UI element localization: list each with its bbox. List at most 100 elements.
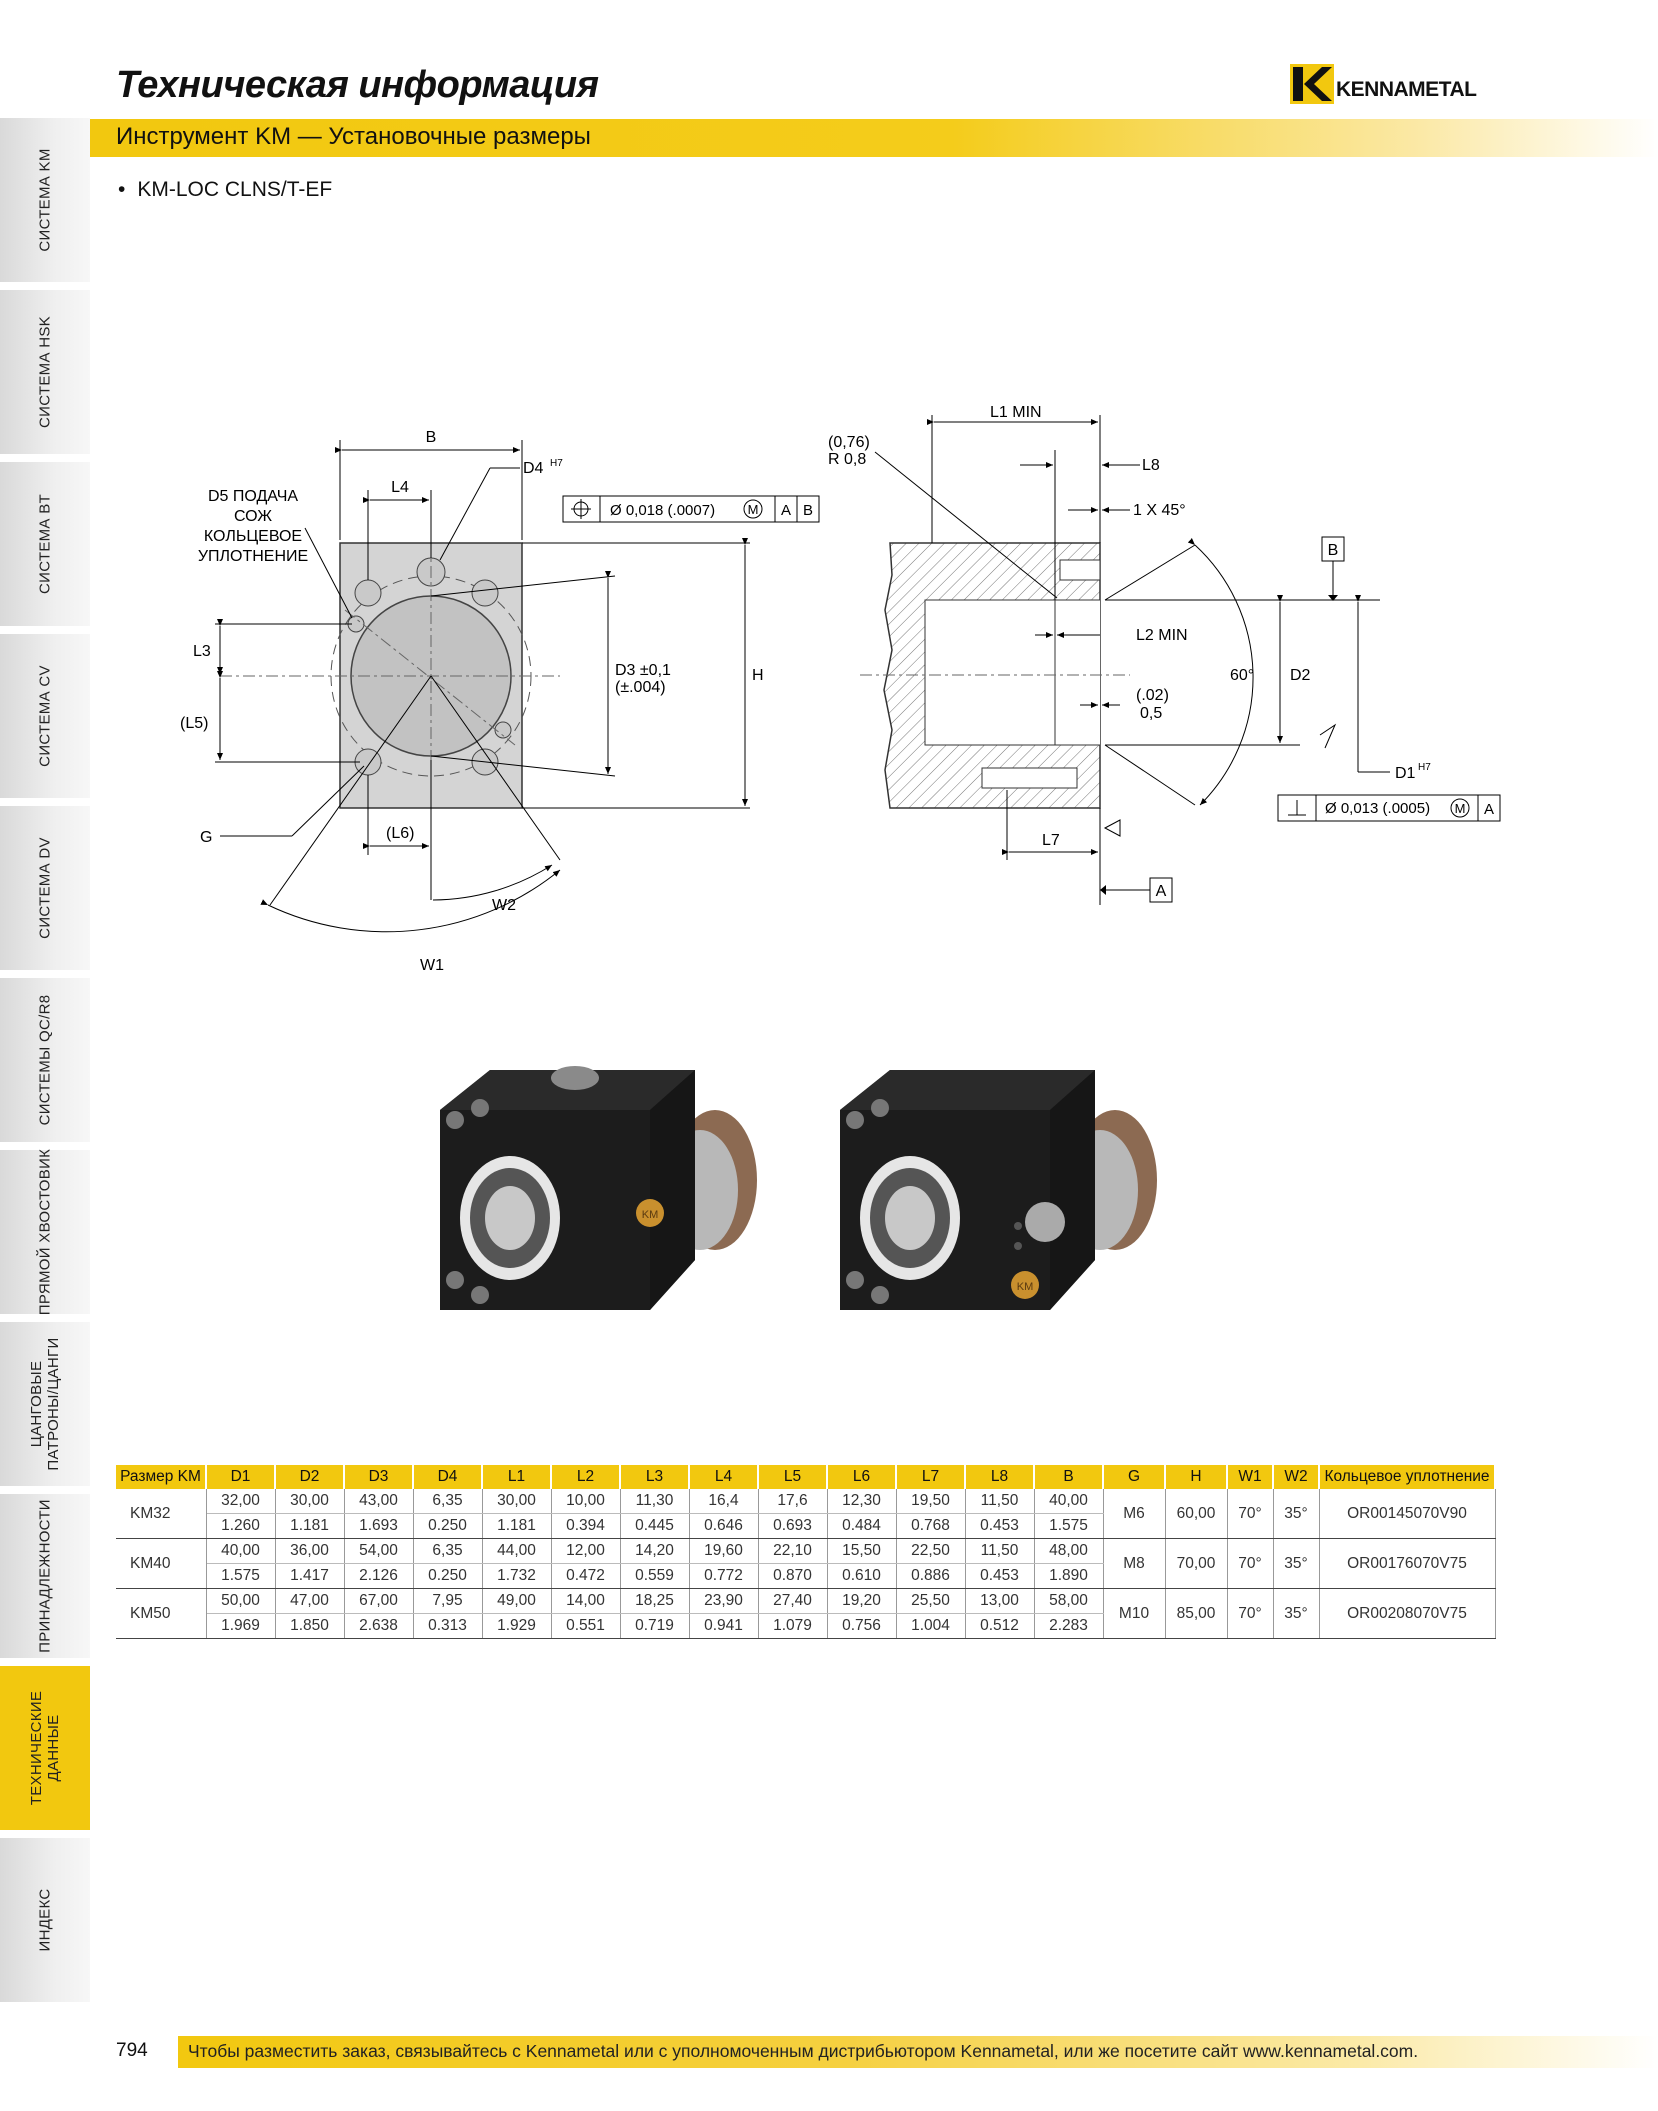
mm-value-cell: 43,00 bbox=[344, 1489, 414, 1514]
mm-value-cell: 13,00 bbox=[965, 1588, 1035, 1614]
svg-text:B: B bbox=[1328, 542, 1339, 559]
mm-value-cell: 12,30 bbox=[827, 1489, 897, 1514]
inch-value-cell: 0.646 bbox=[689, 1513, 759, 1539]
svg-text:B: B bbox=[426, 429, 437, 446]
inch-value-cell: 1.850 bbox=[275, 1613, 345, 1639]
w2-cell: 35° bbox=[1273, 1538, 1320, 1589]
product-image-1: KM bbox=[440, 1066, 757, 1310]
dimensions-table: Размер KM D1 D2 D3 D4 L1 L2 L3 L4 L5 L6 … bbox=[116, 1465, 1496, 1639]
svg-text:G: G bbox=[200, 829, 212, 846]
inch-value-cell: 1.004 bbox=[896, 1613, 966, 1639]
mm-value-cell: 18,25 bbox=[620, 1588, 690, 1614]
header-w2: W2 bbox=[1273, 1465, 1320, 1489]
header-l6: L6 bbox=[827, 1465, 897, 1489]
header-d4: D4 bbox=[413, 1465, 483, 1489]
inch-value-cell: 1.260 bbox=[206, 1513, 276, 1539]
mm-value-cell: 14,20 bbox=[620, 1538, 690, 1564]
inch-value-cell: 0.610 bbox=[827, 1563, 897, 1589]
h-cell: 60,00 bbox=[1165, 1489, 1228, 1539]
inch-value-cell: 0.445 bbox=[620, 1513, 690, 1539]
sidebar-item-label: СИСТЕМА BT bbox=[36, 494, 54, 594]
svg-text:D3 ±0,1: D3 ±0,1 bbox=[615, 662, 671, 679]
sidebar-item-straight-shank[interactable]: ПРЯМОЙ ХВОСТОВИК bbox=[0, 1149, 90, 1318]
inch-value-cell: 1.079 bbox=[758, 1613, 828, 1639]
header-d2: D2 bbox=[275, 1465, 345, 1489]
mm-value-cell: 6,35 bbox=[413, 1538, 483, 1564]
inch-value-cell: 1.732 bbox=[482, 1563, 552, 1589]
size-cell: KM50 bbox=[116, 1588, 207, 1639]
sidebar-item-index[interactable]: ИНДЕКС bbox=[0, 1838, 90, 2006]
svg-text:B: B bbox=[803, 502, 813, 519]
mm-value-cell: 36,00 bbox=[275, 1538, 345, 1564]
svg-text:W1: W1 bbox=[420, 957, 444, 974]
oring-cell: OR00145070V90 bbox=[1319, 1489, 1496, 1539]
inch-value-cell: 0.768 bbox=[896, 1513, 966, 1539]
header-oring: Кольцевое уплотнение bbox=[1319, 1465, 1496, 1489]
sidebar-item-label: СИСТЕМЫ QC/R8 bbox=[36, 994, 54, 1126]
inch-value-cell: 0.484 bbox=[827, 1513, 897, 1539]
header-d3: D3 bbox=[344, 1465, 414, 1489]
mm-value-cell: 17,6 bbox=[758, 1489, 828, 1514]
sidebar-item-bt[interactable]: СИСТЕМА BT bbox=[0, 462, 90, 630]
mm-value-cell: 40,00 bbox=[206, 1538, 276, 1564]
svg-text:A: A bbox=[1484, 801, 1494, 818]
mm-value-cell: 23,90 bbox=[689, 1588, 759, 1614]
inch-value-cell: 1.969 bbox=[206, 1613, 276, 1639]
inch-value-cell: 0.719 bbox=[620, 1613, 690, 1639]
inch-value-cell: 0.870 bbox=[758, 1563, 828, 1589]
inch-value-cell: 0.250 bbox=[413, 1513, 483, 1539]
svg-text:A: A bbox=[1156, 883, 1167, 900]
sidebar-item-dv[interactable]: СИСТЕМА DV bbox=[0, 806, 90, 974]
banner-title: Инструмент KM — Установочные размеры bbox=[116, 123, 591, 150]
svg-text:Ø 0,013 (.0005): Ø 0,013 (.0005) bbox=[1325, 800, 1430, 817]
product-image-2: KM bbox=[840, 1070, 1157, 1310]
inch-value-cell: 0.453 bbox=[965, 1563, 1035, 1589]
inch-value-cell: 0.941 bbox=[689, 1613, 759, 1639]
mm-value-cell: 50,00 bbox=[206, 1588, 276, 1614]
g-cell: M6 bbox=[1103, 1489, 1166, 1539]
svg-text:(L5): (L5) bbox=[180, 715, 208, 732]
w2-cell: 35° bbox=[1273, 1489, 1320, 1539]
sidebar-item-label: СИСТЕМА HSK bbox=[36, 316, 54, 428]
sidebar-item-hsk[interactable]: СИСТЕМА HSK bbox=[0, 290, 90, 458]
header-h: H bbox=[1165, 1465, 1228, 1489]
product-bullet: •KM-LOC CLNS/T-EF bbox=[118, 178, 333, 201]
inch-value-cell: 2.283 bbox=[1034, 1613, 1104, 1639]
inch-value-cell: 1.693 bbox=[344, 1513, 414, 1539]
side-view: (0,76) R 0,8 L1 MIN L8 1 X 45° 60° L2 MI… bbox=[828, 404, 1501, 905]
mm-value-cell: 27,40 bbox=[758, 1588, 828, 1614]
inch-value-cell: 2.126 bbox=[344, 1563, 414, 1589]
w1-cell: 70° bbox=[1227, 1538, 1274, 1589]
sidebar-item-accessories[interactable]: ПРИНАДЛЕЖНОСТИ bbox=[0, 1494, 90, 1662]
mm-value-cell: 30,00 bbox=[482, 1489, 552, 1514]
mm-value-cell: 47,00 bbox=[275, 1588, 345, 1614]
sidebar-item-km[interactable]: СИСТЕМА KM bbox=[0, 118, 90, 286]
mm-value-cell: 25,50 bbox=[896, 1588, 966, 1614]
header-b: B bbox=[1034, 1465, 1104, 1489]
sidebar-item-label: ИНДЕКС bbox=[36, 1888, 54, 1952]
sidebar-item-qc-r8[interactable]: СИСТЕМЫ QC/R8 bbox=[0, 978, 90, 1146]
mm-value-cell: 19,50 bbox=[896, 1489, 966, 1514]
sidebar-item-label: СИСТЕМА CV bbox=[36, 665, 54, 767]
svg-text:КОЛЬЦЕВОЕ: КОЛЬЦЕВОЕ bbox=[204, 528, 302, 545]
svg-text:M: M bbox=[1455, 801, 1466, 816]
header-w1: W1 bbox=[1227, 1465, 1274, 1489]
mm-value-cell: 58,00 bbox=[1034, 1588, 1104, 1614]
w2-cell: 35° bbox=[1273, 1588, 1320, 1639]
h-cell: 70,00 bbox=[1165, 1538, 1228, 1589]
svg-text:L2 MIN: L2 MIN bbox=[1136, 627, 1188, 644]
sidebar-item-cv[interactable]: СИСТЕМА CV bbox=[0, 634, 90, 802]
svg-text:L8: L8 bbox=[1142, 457, 1160, 474]
mm-value-cell: 32,00 bbox=[206, 1489, 276, 1514]
product-photos: KM KM bbox=[440, 1066, 1157, 1310]
header-l2: L2 bbox=[551, 1465, 621, 1489]
footer-text: Чтобы разместить заказ, связывайтесь с K… bbox=[188, 2041, 1419, 2061]
svg-text:A: A bbox=[781, 502, 791, 519]
inch-value-cell: 0.756 bbox=[827, 1613, 897, 1639]
mm-value-cell: 30,00 bbox=[275, 1489, 345, 1514]
